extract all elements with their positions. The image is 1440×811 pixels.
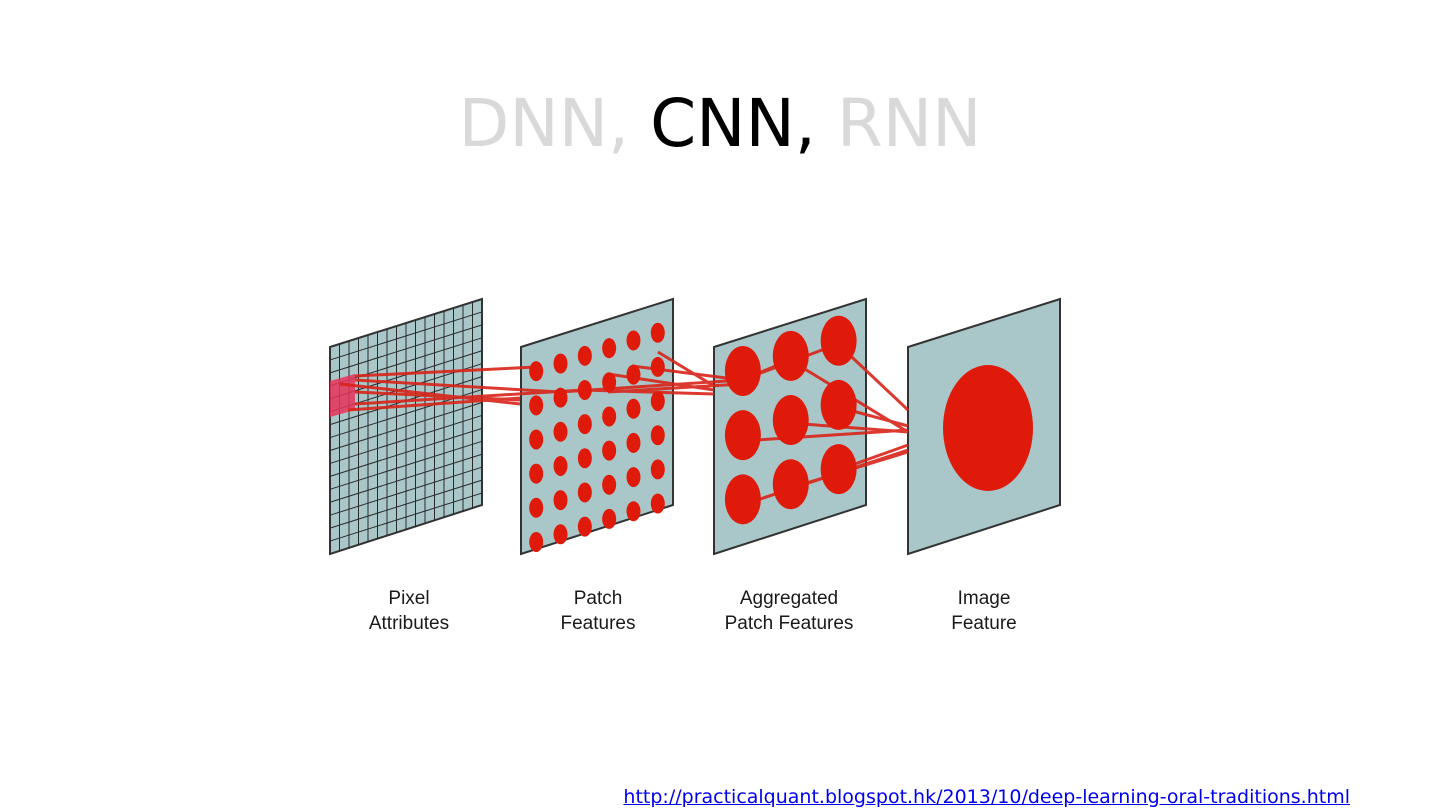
patch-dot bbox=[578, 517, 592, 537]
source-link[interactable]: http://practicalquant.blogspot.hk/2013/1… bbox=[623, 785, 1350, 809]
patch-dot bbox=[554, 422, 568, 442]
label-aggregated-patch-features: Aggregated Patch Features bbox=[699, 586, 879, 636]
patch-dot bbox=[651, 459, 665, 479]
patch-dot bbox=[602, 406, 616, 426]
patch-dot bbox=[602, 441, 616, 461]
aggregated-circle bbox=[821, 380, 857, 430]
label-image-feature: Image Feature bbox=[894, 586, 1074, 636]
patch-dot bbox=[626, 330, 640, 350]
patch-panel bbox=[521, 299, 673, 554]
aggregated-circle bbox=[725, 474, 761, 524]
patch-dot bbox=[554, 456, 568, 476]
patch-dot bbox=[651, 391, 665, 411]
label-patch-features: Patch Features bbox=[508, 586, 688, 636]
patch-dot bbox=[529, 498, 543, 518]
patch-dot bbox=[578, 448, 592, 468]
patch-dot bbox=[651, 494, 665, 514]
patch-dot bbox=[529, 361, 543, 381]
patch-dot bbox=[651, 323, 665, 343]
patch-dot bbox=[529, 429, 543, 449]
patch-dot bbox=[529, 532, 543, 552]
patch-dot bbox=[554, 388, 568, 408]
patch-dot bbox=[626, 433, 640, 453]
aggregated-circle bbox=[725, 410, 761, 460]
aggregated-circle bbox=[773, 331, 809, 381]
label-pixel-attributes: Pixel Attributes bbox=[319, 586, 499, 636]
aggregated-circle bbox=[773, 395, 809, 445]
patch-dot bbox=[529, 464, 543, 484]
patch-dot bbox=[626, 501, 640, 521]
patch-dot bbox=[578, 482, 592, 502]
patch-dot bbox=[602, 372, 616, 392]
aggregated-circle bbox=[821, 316, 857, 366]
patch-dot bbox=[651, 425, 665, 445]
patch-dot bbox=[626, 467, 640, 487]
patch-dot bbox=[578, 346, 592, 366]
patch-dot bbox=[626, 399, 640, 419]
patch-dot bbox=[651, 357, 665, 377]
image-feature-circle bbox=[943, 365, 1033, 491]
patch-dot bbox=[602, 338, 616, 358]
aggregated-circle bbox=[821, 444, 857, 494]
patch-dot bbox=[554, 354, 568, 374]
aggregated-circle bbox=[725, 346, 761, 396]
patch-dot bbox=[602, 475, 616, 495]
aggregated-circle bbox=[773, 459, 809, 509]
patch-dot bbox=[626, 365, 640, 385]
patch-dot bbox=[554, 524, 568, 544]
patch-dot bbox=[554, 490, 568, 510]
patch-dot bbox=[529, 395, 543, 415]
aggregated-feature-circles bbox=[725, 316, 857, 525]
patch-dot bbox=[578, 380, 592, 400]
patch-dot bbox=[578, 414, 592, 434]
patch-dot bbox=[602, 509, 616, 529]
